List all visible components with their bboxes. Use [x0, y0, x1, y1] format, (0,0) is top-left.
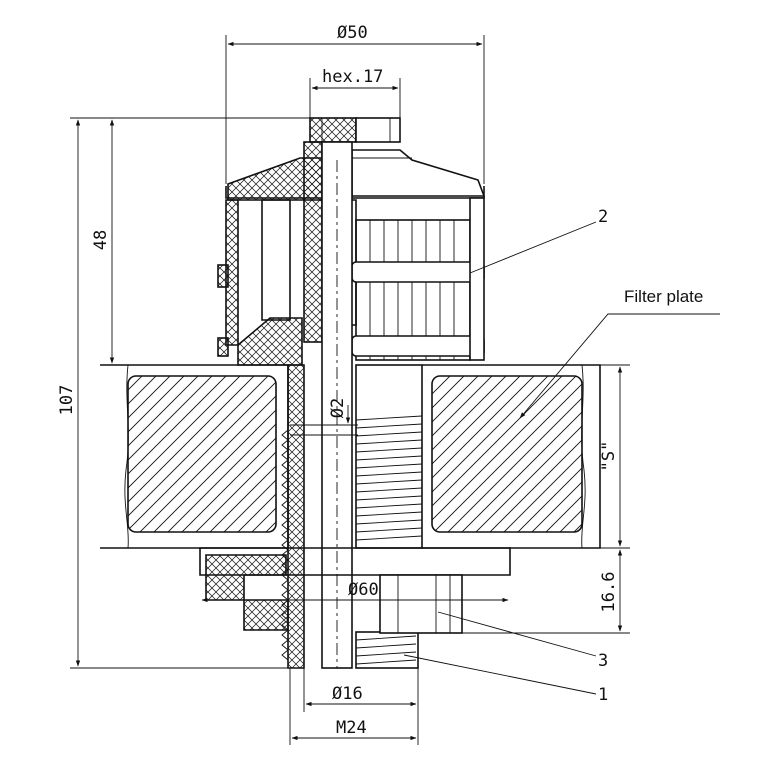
dimension-labels: Ø50 hex.17 107 48 Ø2 "S" 16.6 Ø60 Ø16 M2…: [57, 23, 619, 738]
filter-element: [351, 197, 485, 361]
lower-flange: [199, 547, 511, 634]
upper-height-label: 48: [91, 230, 111, 250]
hex-nut: [309, 117, 401, 143]
lower-height-label: 16.6: [599, 572, 619, 613]
plate-thickness-label: "S": [599, 441, 619, 472]
top-diameter-label: Ø50: [337, 23, 368, 43]
dimension-lines: [70, 35, 630, 745]
flange-diameter-label: Ø60: [348, 580, 379, 600]
part-1-callout: 1: [598, 685, 608, 705]
hole-diameter-label: Ø2: [328, 398, 348, 418]
hex-size-label: hex.17: [322, 67, 383, 87]
callout-labels: Filter plate 2 3 1: [598, 207, 703, 705]
bore-diameter-label: Ø16: [332, 684, 363, 704]
part-2-callout: 2: [598, 207, 608, 227]
filter-cap: [225, 142, 486, 201]
center-stem: [303, 141, 353, 669]
part-3-callout: 3: [598, 651, 608, 671]
filter-plate: [100, 364, 601, 549]
thread-label: M24: [336, 718, 367, 738]
filter-plate-callout: Filter plate: [624, 287, 703, 306]
leader-lines: [403, 221, 720, 695]
total-height-label: 107: [57, 385, 77, 416]
